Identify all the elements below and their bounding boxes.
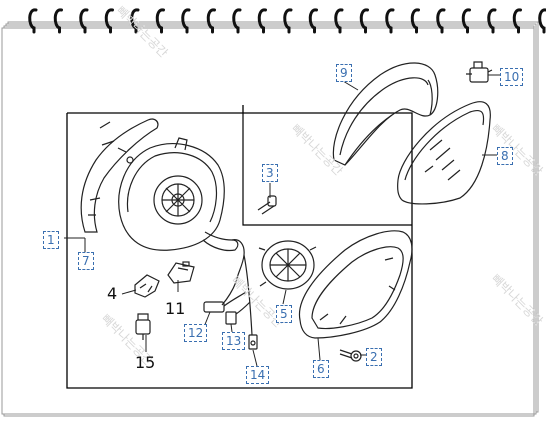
callout-5: 5	[276, 305, 292, 323]
mirror-cover-part	[332, 62, 439, 166]
spiral-binding	[28, 8, 546, 34]
turn-signal-bracket-part	[80, 118, 159, 233]
callout-3: 3	[262, 164, 278, 182]
screw-part-3	[257, 195, 277, 215]
spiral-ring	[334, 8, 344, 34]
spiral-ring	[512, 8, 522, 34]
spiral-ring	[385, 8, 395, 34]
spiral-ring	[155, 8, 165, 34]
connector-part-15	[135, 313, 151, 340]
callout-9: 9	[336, 64, 352, 82]
callout-7: 7	[78, 252, 94, 270]
spiral-ring	[79, 8, 89, 34]
spiral-ring	[359, 8, 369, 34]
spiral-ring	[257, 8, 267, 34]
spiral-ring	[53, 8, 63, 34]
spiral-ring	[181, 8, 191, 34]
callout-10: 10	[500, 68, 524, 86]
callout-4: 4	[107, 284, 118, 303]
connector-part-12	[203, 291, 247, 313]
leader-lines	[64, 74, 500, 367]
callout-8: 8	[497, 147, 513, 165]
mirror-frame-part	[298, 230, 413, 339]
callout-1: 1	[43, 231, 59, 249]
spiral-ring	[410, 8, 420, 34]
spiral-ring	[104, 8, 114, 34]
callout-15: 15	[135, 353, 156, 372]
callout-13: 13	[222, 332, 246, 350]
callout-14: 14	[246, 366, 270, 384]
connector-part-14	[248, 334, 258, 350]
spiral-ring	[436, 8, 446, 34]
screw-part-2	[339, 349, 362, 362]
spiral-ring	[206, 8, 216, 34]
bracket-part-4	[134, 274, 160, 298]
callout-12: 12	[184, 324, 208, 342]
spiral-ring	[28, 8, 38, 34]
detail-frame-notch	[242, 113, 412, 226]
notebook-paper	[1, 21, 539, 417]
spiral-ring	[487, 8, 497, 34]
spiral-ring	[308, 8, 318, 34]
spiral-ring	[283, 8, 293, 34]
callout-6: 6	[313, 360, 329, 378]
callout-11: 11	[165, 299, 186, 318]
spiral-ring	[130, 8, 140, 34]
spiral-ring	[232, 8, 242, 34]
detail-frame	[66, 105, 413, 389]
mirror-glass-part	[397, 101, 491, 205]
glass-actuator-part	[258, 240, 317, 290]
callout-2: 2	[366, 348, 382, 366]
module-part-11	[167, 261, 195, 284]
spiral-ring	[538, 8, 546, 34]
spiral-ring	[461, 8, 471, 34]
